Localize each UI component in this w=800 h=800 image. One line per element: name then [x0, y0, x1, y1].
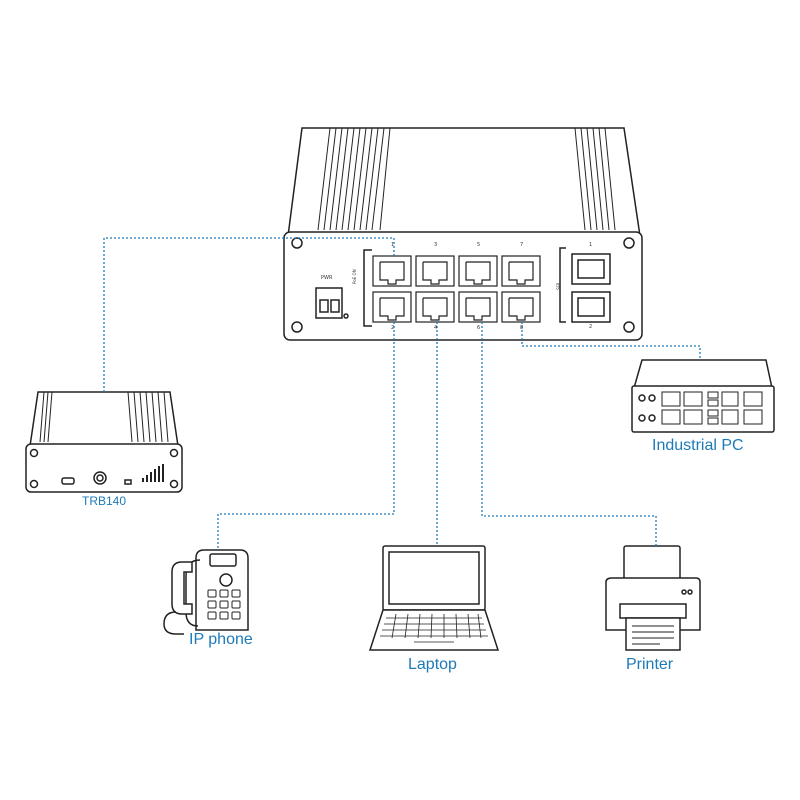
connection-printer: [481, 322, 657, 546]
trb140-label: TRB140: [82, 494, 127, 508]
port-number-4: 4: [434, 325, 438, 331]
port-number-5: 5: [477, 242, 481, 248]
trb140-router: [25, 391, 183, 493]
industrial-pc-label: Industrial PC: [652, 437, 744, 454]
industrial-switch: [283, 127, 643, 341]
port-number-8: 8: [520, 325, 524, 331]
laptop-label: Laptop: [408, 656, 457, 673]
port-number-2: 2: [391, 325, 395, 331]
industrial-pc: [631, 359, 775, 433]
connection-industrial-pc: [521, 322, 701, 360]
connection-ip-phone: [217, 322, 395, 550]
ip-phone-icon: [163, 549, 249, 635]
poe-label: PoE ON: [352, 269, 357, 284]
ip-phone-label: IP phone: [189, 631, 253, 648]
connections: [103, 237, 701, 550]
printer-icon: [605, 545, 701, 651]
sfp-label: SFP: [556, 282, 561, 290]
connection-router: [103, 237, 395, 392]
port-number-6: 6: [477, 325, 481, 331]
sfp-number-2: 2: [589, 324, 593, 330]
port-number-7: 7: [520, 242, 524, 248]
laptop-icon: [368, 545, 500, 651]
printer-label: Printer: [626, 656, 674, 673]
sfp-number-1: 1: [589, 242, 593, 248]
port-number-1: 1: [391, 242, 395, 248]
port-number-3: 3: [434, 242, 438, 248]
pwr-label: PWR: [321, 275, 333, 281]
